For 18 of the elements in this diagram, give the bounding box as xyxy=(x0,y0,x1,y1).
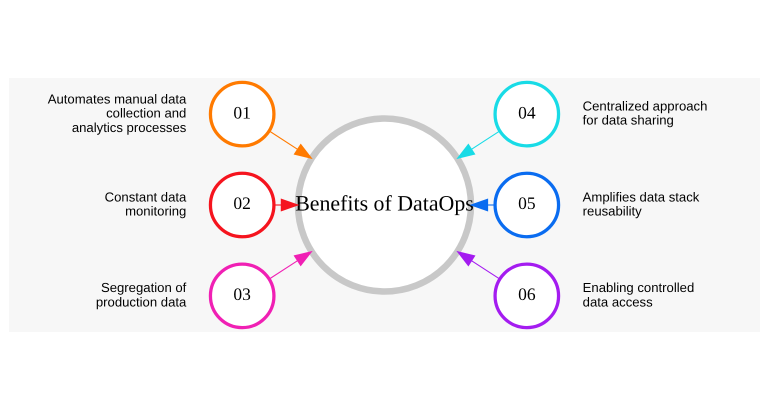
arrow xyxy=(456,130,500,160)
node-label: Segregation of production data xyxy=(95,280,186,310)
arrow xyxy=(268,130,312,160)
node-circle: 06 xyxy=(492,262,560,330)
node-circle: 02 xyxy=(208,172,276,238)
node-label: Enabling controlled data access xyxy=(582,280,694,310)
arrow xyxy=(469,198,494,212)
arrow xyxy=(268,250,312,280)
node-label: Constant data monitoring xyxy=(104,189,186,219)
node-circle: 05 xyxy=(492,172,560,238)
arrow xyxy=(456,250,500,280)
arrow xyxy=(274,198,299,212)
node-circle: 04 xyxy=(492,80,560,148)
node-label: Centralized approach for data sharing xyxy=(582,98,707,128)
node-circle: 03 xyxy=(208,262,276,330)
node-circle: 01 xyxy=(208,80,276,148)
node-label: Automates manual data collection and analytics processes xyxy=(47,91,186,135)
node-label: Amplifies data stack reusability xyxy=(582,189,699,219)
